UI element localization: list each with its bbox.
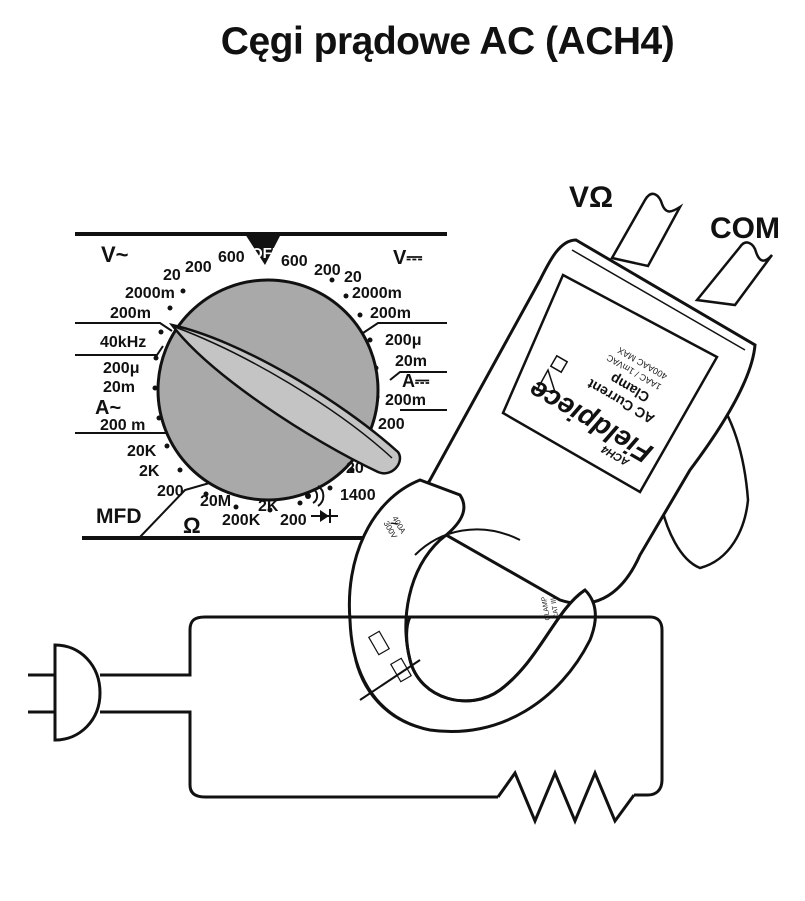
tick-label: 200μ (103, 360, 139, 377)
tick-label: 200 (185, 259, 212, 276)
clamp-jaw (347, 478, 597, 733)
vohm-lead (610, 192, 684, 268)
tick-label: 600 (218, 249, 245, 266)
tick-label: 20M (200, 493, 231, 510)
tick-label: 2K (258, 498, 279, 515)
com-terminal-label: COM (710, 212, 780, 245)
jaw-cat-label: CAT III (550, 597, 561, 619)
continuity-icon (305, 485, 325, 507)
tick-label: 200m (110, 305, 151, 322)
off-label: OFF (251, 245, 281, 262)
label-panel (501, 273, 719, 494)
tick-label: 200K (222, 512, 261, 529)
mfd-label: MFD (96, 505, 142, 528)
v-ac-label: V~ (101, 242, 129, 267)
tick-label: 20m (395, 353, 427, 370)
tick-label: 1400 (340, 487, 376, 504)
circuit (100, 615, 664, 825)
resistor (496, 769, 636, 825)
dial-pointer (168, 323, 402, 475)
tick-label: 20 (344, 269, 362, 286)
dial-panel: OFF V~ V⎓ A~ A⎓ MFD Ω 20 (75, 232, 447, 540)
tick-label: 200m (370, 305, 411, 322)
ohm-label: Ω (183, 513, 201, 538)
hazard-icon (367, 630, 413, 683)
tick-label: 20 (163, 267, 181, 284)
tick-label: 2000m (352, 285, 402, 302)
tick-label: 2K (139, 463, 160, 480)
tick-label: 200 (157, 483, 184, 500)
tick-label: 600 (281, 253, 308, 270)
vohm-terminal-label: VΩ (569, 181, 613, 214)
tick-label: 200 m (100, 417, 145, 434)
a-dc-label: A⎓ (402, 371, 430, 391)
tick-label: 200 (314, 262, 341, 279)
a-ac-label: A~ (95, 397, 121, 419)
tick-label: 200μ (385, 332, 421, 349)
tick-label: 200m (385, 392, 426, 409)
v-dc-label: V⎓ (393, 247, 422, 269)
tick-label: 20 (346, 460, 364, 477)
tick-label: 20K (127, 443, 157, 460)
warning-icon (535, 354, 569, 393)
plug-icon (28, 643, 102, 742)
diode-icon (311, 509, 338, 523)
page-title: Cęgi prądowe AC (ACH4) (220, 20, 675, 63)
tick-label: 200 (378, 416, 405, 433)
jaw-ac-symbol: ~ (390, 515, 398, 531)
tick-label: 20m (103, 379, 135, 396)
jaw-clamp-label: CLAMP (541, 596, 552, 621)
tick-label: 2000m (125, 285, 175, 302)
tick-label: 40kHz (100, 334, 146, 351)
com-lead (694, 241, 774, 307)
tick-label: 200 (280, 512, 307, 529)
clamp-meter: ACH4 Fieldpiece AC Current Clamp 1AAC / … (347, 192, 774, 733)
